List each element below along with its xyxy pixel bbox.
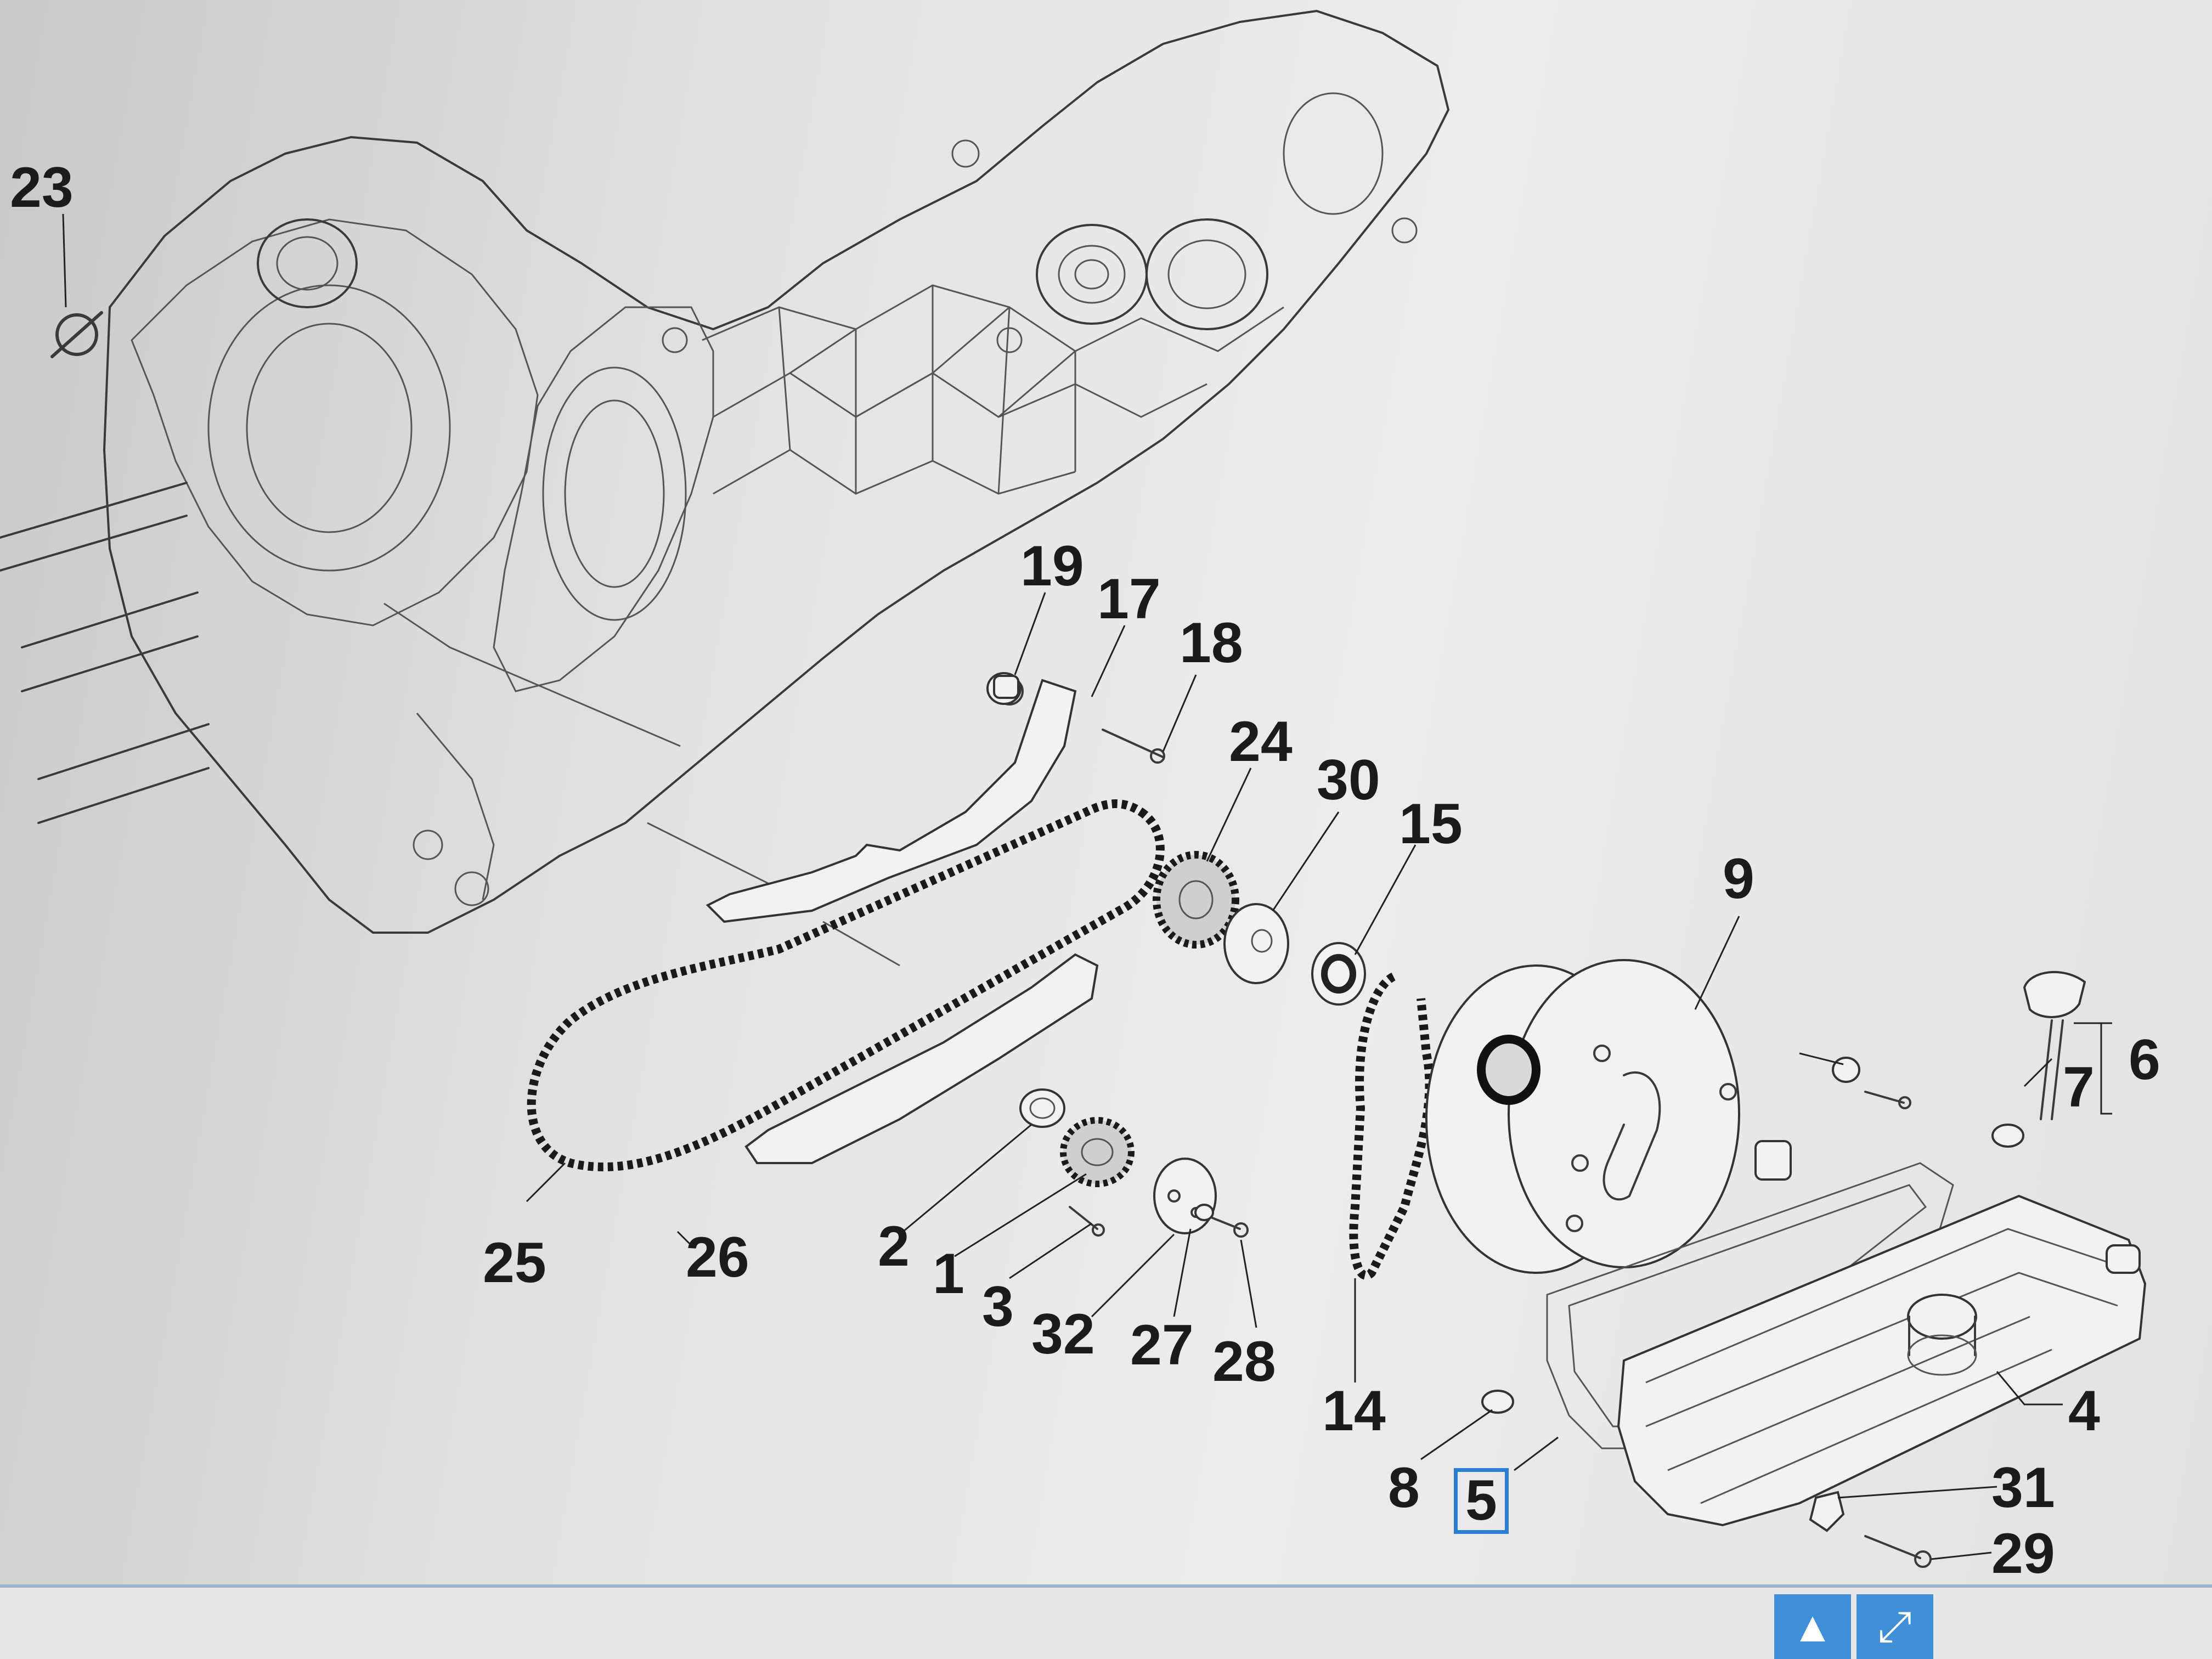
callout-leaders	[62, 213, 2112, 1560]
oil-sump-4	[1617, 1194, 2147, 1527]
callout-28[interactable]: 28	[1212, 1330, 1276, 1393]
bushing-15	[1311, 942, 1366, 1006]
triangle-up-icon: ▲	[1791, 1602, 1834, 1651]
callout-25[interactable]: 25	[483, 1231, 546, 1295]
callout-29[interactable]: 29	[1991, 1522, 2055, 1585]
chain-guide-slider	[744, 953, 1099, 1164]
callout-4[interactable]: 4	[2068, 1379, 2100, 1443]
callout-30[interactable]: 30	[1317, 748, 1380, 812]
washer-30	[1223, 903, 1289, 984]
expand-view-button[interactable]: ⤢	[1857, 1594, 1933, 1659]
callout-18[interactable]: 18	[1180, 611, 1243, 675]
callout-23[interactable]: 23	[10, 156, 74, 219]
scroll-up-button[interactable]: ▲	[1774, 1594, 1851, 1659]
callout-3[interactable]: 3	[982, 1275, 1014, 1339]
callout-6[interactable]: 6	[2129, 1028, 2160, 1092]
callout-32[interactable]: 32	[1031, 1302, 1095, 1366]
crankcase-drawing	[0, 10, 1449, 967]
screw-parts	[1754, 1057, 1911, 1181]
callout-14[interactable]: 14	[1322, 1379, 1386, 1443]
callout-26[interactable]: 26	[686, 1226, 749, 1289]
sprocket-24	[1153, 851, 1239, 949]
callout-19[interactable]: 19	[1020, 534, 1084, 598]
drive-chain-25	[527, 799, 1165, 1171]
spacer-19	[993, 675, 1019, 699]
callout-31[interactable]: 31	[1991, 1456, 2055, 1520]
pump-cover-9	[1425, 959, 1740, 1274]
callout-8[interactable]: 8	[1388, 1456, 1420, 1520]
callout-27[interactable]: 27	[1130, 1313, 1194, 1377]
bolt-18	[1102, 729, 1165, 764]
oil-dipstick-6	[1991, 970, 2086, 1148]
chain-tensioner-guide	[706, 672, 1077, 923]
oil-pump-parts	[1019, 1088, 1249, 1238]
callout-17[interactable]: 17	[1097, 567, 1161, 631]
expand-diagonal-icon: ⤢	[1877, 1602, 1912, 1650]
callout-2[interactable]: 2	[878, 1215, 910, 1278]
callout-1[interactable]: 1	[933, 1242, 964, 1306]
callout-15[interactable]: 15	[1399, 792, 1463, 856]
callout-7[interactable]: 7	[2063, 1056, 2095, 1119]
callout-24[interactable]: 24	[1229, 710, 1293, 774]
drain-plug-parts	[1481, 1390, 1932, 1568]
o-ring-23	[50, 311, 103, 358]
callout-9[interactable]: 9	[1723, 847, 1754, 911]
callout-5-selected[interactable]: 5	[1454, 1468, 1509, 1534]
pump-chain-14	[1349, 972, 1434, 1280]
